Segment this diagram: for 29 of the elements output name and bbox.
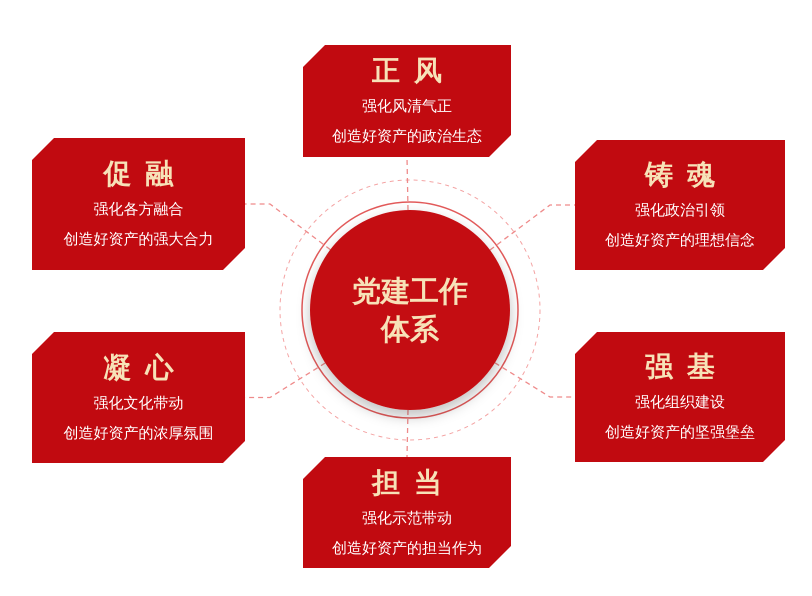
card-text: 强化组织建设 <box>635 392 725 413</box>
card-text: 强化文化带动 <box>94 392 184 414</box>
card-text: 强化各方融合 <box>94 199 184 220</box>
topic-card <box>575 140 785 270</box>
card-text: 创造好资产的担当作为 <box>332 538 482 558</box>
card-text: 创造好资产的浓厚氛围 <box>64 422 214 444</box>
card-text: 创造好资产的坚强堡垒 <box>605 422 755 443</box>
card-text: 强化示范带动 <box>362 508 452 528</box>
hub-title: 党建工作体系 <box>351 273 469 348</box>
card-title: 担当 <box>372 464 456 500</box>
connector-line <box>490 204 575 251</box>
card-title: 凝心 <box>104 350 188 386</box>
card-text: 强化风清气正 <box>362 96 452 117</box>
card-text: 创造好资产的政治生态 <box>332 126 482 147</box>
topic-card <box>32 332 245 463</box>
card-text: 创造好资产的理想信念 <box>605 230 755 251</box>
hub-circle <box>310 210 510 410</box>
topic-card <box>303 457 511 568</box>
topic-card <box>32 138 245 270</box>
card-text: 强化政治引领 <box>635 200 725 221</box>
topic-card <box>575 332 785 462</box>
topic-card <box>303 45 511 157</box>
connector-line <box>406 410 409 458</box>
card-text: 创造好资产的强大合力 <box>64 229 214 250</box>
card-title: 正风 <box>372 53 456 89</box>
card-title: 促融 <box>104 156 188 192</box>
connector-line <box>245 203 331 250</box>
card-title: 强基 <box>645 349 729 385</box>
card-title: 铸魂 <box>645 157 729 193</box>
